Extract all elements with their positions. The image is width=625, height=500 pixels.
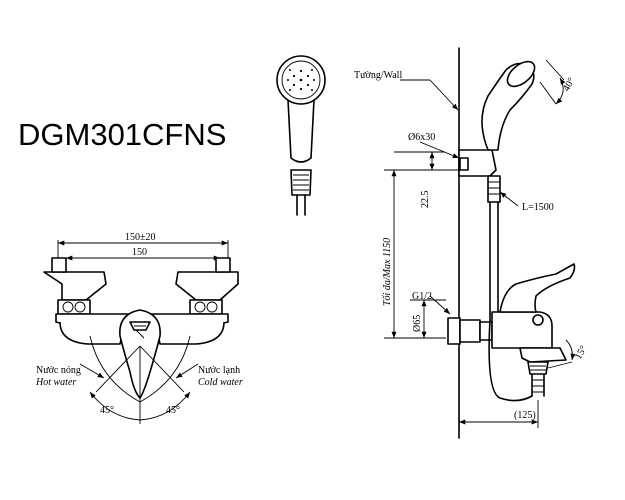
hot-water-label-en: Hot water — [35, 377, 76, 388]
thread-size-label: G1/2 — [412, 291, 432, 302]
model-code: DGM301CFNS — [18, 117, 226, 152]
angle-left-label: 45° — [100, 405, 114, 416]
spout-projection-label: (125) — [514, 410, 536, 421]
wall-label: Tường/Wall — [354, 70, 402, 81]
dim-overall-width: 150±20 — [125, 232, 156, 243]
dim-center-width: 150 — [132, 247, 147, 258]
cold-water-label-vi: Nước lạnh — [198, 365, 240, 376]
bracket-dim-label: Ø6x30 — [408, 132, 435, 143]
front-view-drawing — [43, 240, 239, 424]
hand-shower-drawing — [276, 55, 326, 216]
bracket-offset-label: 22.5 — [420, 191, 431, 209]
inlet-dim-label: Ø65 — [412, 315, 423, 332]
hose-length-label: L=1500 — [522, 202, 554, 213]
max-height-label: Tối đa/Max 1150 — [382, 238, 393, 306]
spout-angle-label: 15° — [573, 344, 590, 362]
side-view-drawing — [384, 47, 576, 439]
hot-water-label-vi: Nước nóng — [36, 365, 81, 376]
cold-water-label-en: Cold water — [198, 377, 243, 388]
angle-right-label: 45° — [166, 405, 180, 416]
shower-nozzle-dots — [287, 69, 315, 91]
